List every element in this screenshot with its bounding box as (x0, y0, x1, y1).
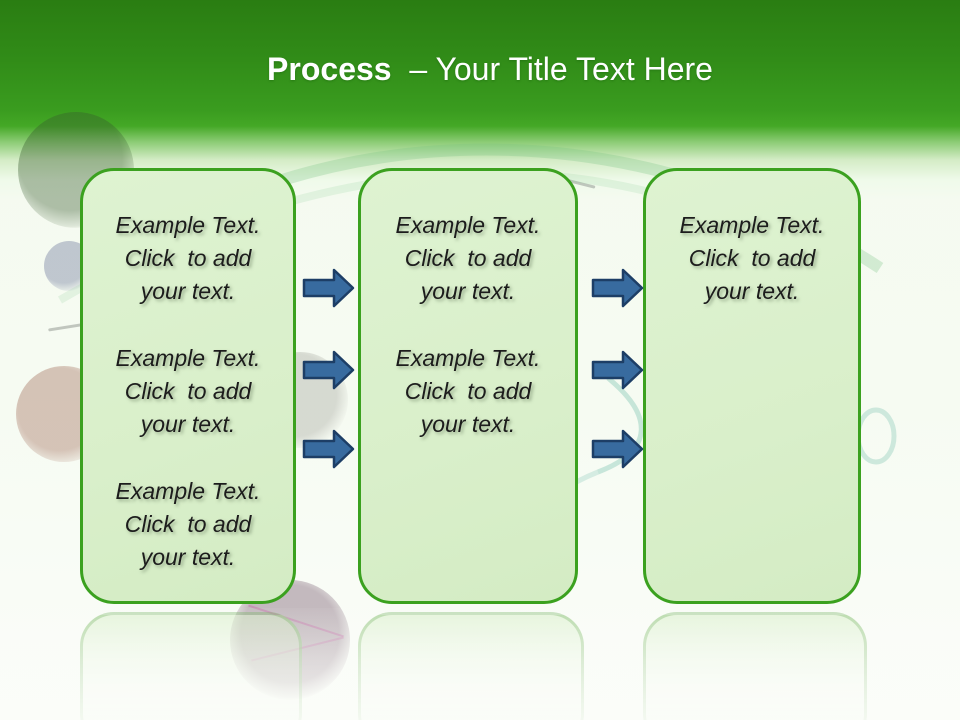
right-arrow-icon[interactable] (591, 428, 645, 470)
title-text: – Your Title Text Here (391, 51, 713, 87)
process-box-step-3[interactable]: Example Text. Click to add your text. (643, 168, 861, 604)
placeholder-text[interactable]: Example Text. Click to add your text. (115, 345, 261, 437)
right-arrow-icon[interactable] (302, 349, 356, 391)
right-arrow-icon[interactable] (302, 267, 356, 309)
placeholder-text[interactable]: Example Text. Click to add your text. (115, 212, 261, 304)
placeholder-text[interactable]: Example Text. Click to add your text. (115, 478, 261, 570)
right-arrow-icon[interactable] (591, 267, 645, 309)
box-reflection (80, 612, 302, 720)
box-reflection (358, 612, 584, 720)
placeholder-text[interactable]: Example Text. Click to add your text. (395, 345, 541, 437)
placeholder-text[interactable]: Example Text. Click to add your text. (679, 212, 825, 304)
process-box-step-2[interactable]: Example Text. Click to add your text. Ex… (358, 168, 578, 604)
placeholder-text[interactable]: Example Text. Click to add your text. (395, 212, 541, 304)
right-arrow-icon[interactable] (591, 349, 645, 391)
slide-title[interactable]: Process – Your Title Text Here (10, 50, 960, 88)
process-box-step-1[interactable]: Example Text. Click to add your text. Ex… (80, 168, 296, 604)
box-reflection (643, 612, 867, 720)
title-band (0, 0, 960, 200)
title-keyword: Process (267, 51, 392, 87)
right-arrow-icon[interactable] (302, 428, 356, 470)
